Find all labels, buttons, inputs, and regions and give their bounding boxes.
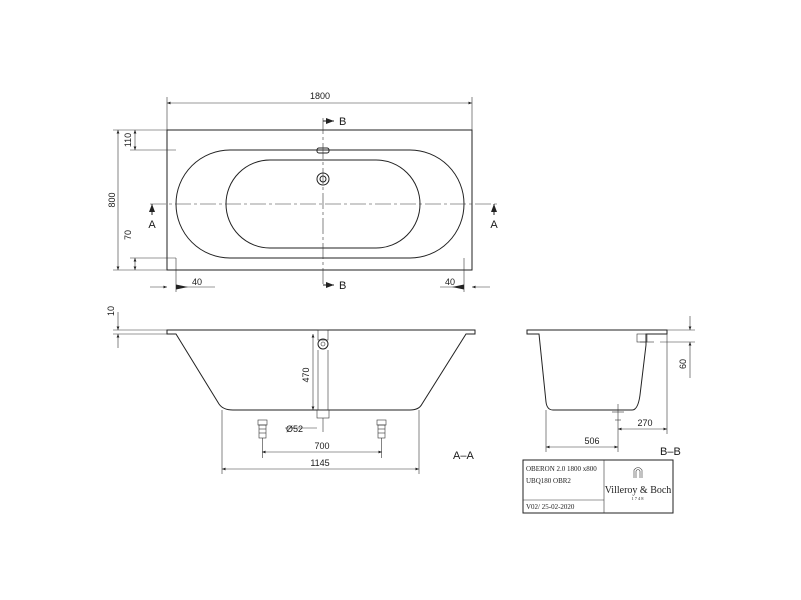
drawing-version: V02/ 25-02-2020 — [526, 503, 575, 511]
dim-rim-thickness: 10 — [106, 306, 116, 316]
dim-rim-top: 110 — [123, 133, 133, 147]
section-marker-b-top: B — [339, 116, 346, 128]
dim-offset-right: 40 — [445, 277, 455, 287]
dim-offset-left: 40 — [192, 277, 202, 287]
section-marker-b-bottom: B — [339, 280, 346, 292]
section-aa-view: 10 470 Ø52 700 — [106, 306, 476, 474]
dim-overall-width: 800 — [107, 192, 117, 207]
product-code: UBQ180 OBR2 — [526, 477, 571, 485]
brand-logo-icon — [633, 467, 643, 478]
dim-feet-spacing: 700 — [314, 441, 329, 451]
view-label-bb: B–B — [660, 446, 681, 458]
dim-waste-offset: 270 — [637, 418, 652, 428]
view-label-aa: A–A — [453, 450, 474, 462]
dim-section-depth: 60 — [678, 359, 688, 369]
dim-bottom-length: 1145 — [310, 458, 329, 468]
top-view: 1800 800 110 70 40 40 A A — [107, 91, 500, 292]
overflow-fitting — [317, 329, 329, 341]
foot-right-icon — [376, 419, 387, 458]
product-name: OBERON 2.0 1800 x800 — [526, 465, 597, 473]
section-bb-view: 60 270 506 B–B — [526, 316, 695, 458]
title-block: OBERON 2.0 1800 x800 UBQ180 OBR2 V02/ 25… — [522, 459, 674, 514]
waste-outlet — [316, 409, 330, 419]
dim-section-bottom: 506 — [584, 436, 599, 446]
brand-name: Villeroy & Boch — [605, 485, 672, 496]
tub-profile-aa — [166, 329, 476, 411]
overflow-icon — [317, 338, 329, 350]
foot-left-icon — [257, 419, 268, 458]
dim-rim-side: 70 — [123, 230, 133, 240]
brand-year: 1748 — [632, 496, 645, 501]
tub-outline — [166, 129, 473, 271]
dim-waste-diameter: Ø52 — [286, 424, 303, 434]
tub-profile-bb — [526, 329, 668, 411]
dim-overall-length: 1800 — [310, 91, 330, 101]
section-marker-a-left: A — [148, 219, 156, 231]
section-marker-a-right: A — [490, 219, 498, 231]
dim-depth: 470 — [301, 367, 311, 382]
